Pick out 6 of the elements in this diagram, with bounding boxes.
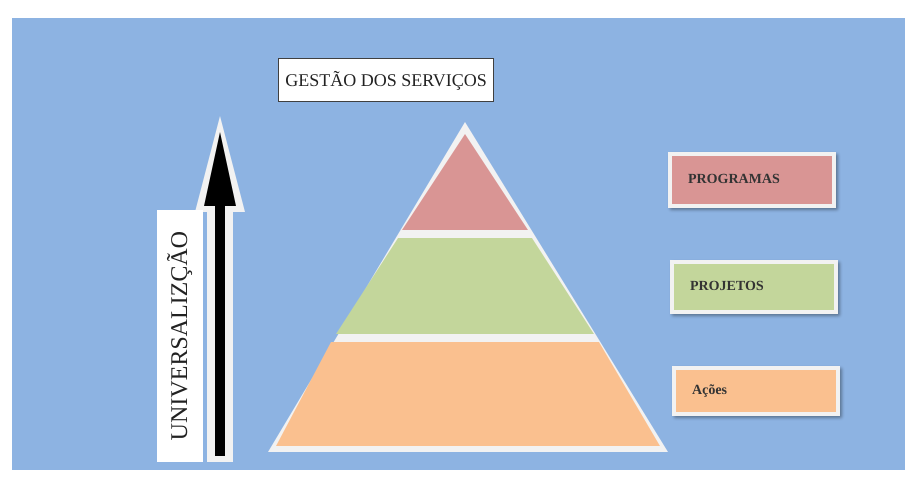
- label-box: [157, 210, 203, 462]
- level-label-box: Ações: [672, 366, 840, 416]
- vertical-label: UNIVERSALIZÇÃO: [166, 231, 194, 441]
- level-label-box: PROJETOS: [670, 260, 838, 314]
- title-box: GESTÃO DOS SERVIÇOS: [278, 58, 494, 102]
- level-label-box: PROGRAMAS: [668, 152, 836, 208]
